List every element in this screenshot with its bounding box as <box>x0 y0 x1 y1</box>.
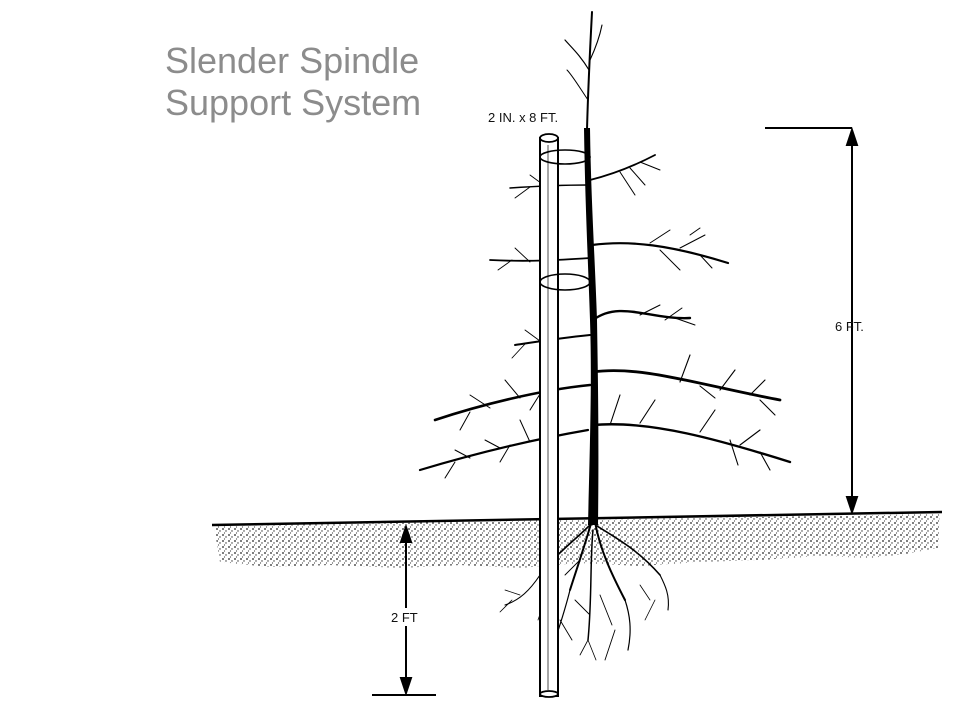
ground-line <box>211 510 943 527</box>
tree-trunk <box>584 128 599 525</box>
support-stake <box>539 133 559 698</box>
depth-label-bg <box>388 608 428 626</box>
tree-leader <box>564 11 603 131</box>
soil-band <box>214 514 940 568</box>
title-line-1: Slender Spindle <box>165 40 420 81</box>
height-label: 6 FT. <box>835 319 864 334</box>
height-dimension <box>765 126 859 516</box>
depth-label: 2 FT <box>391 610 418 625</box>
tree-branches <box>418 154 792 479</box>
slide-title: Slender Spindle Support System <box>165 40 485 124</box>
title-line-2: Support System <box>165 82 422 123</box>
stake-size-label: 2 IN. x 8 FT. <box>488 110 558 125</box>
tree-roots <box>499 519 669 661</box>
tree-ties <box>539 149 591 291</box>
